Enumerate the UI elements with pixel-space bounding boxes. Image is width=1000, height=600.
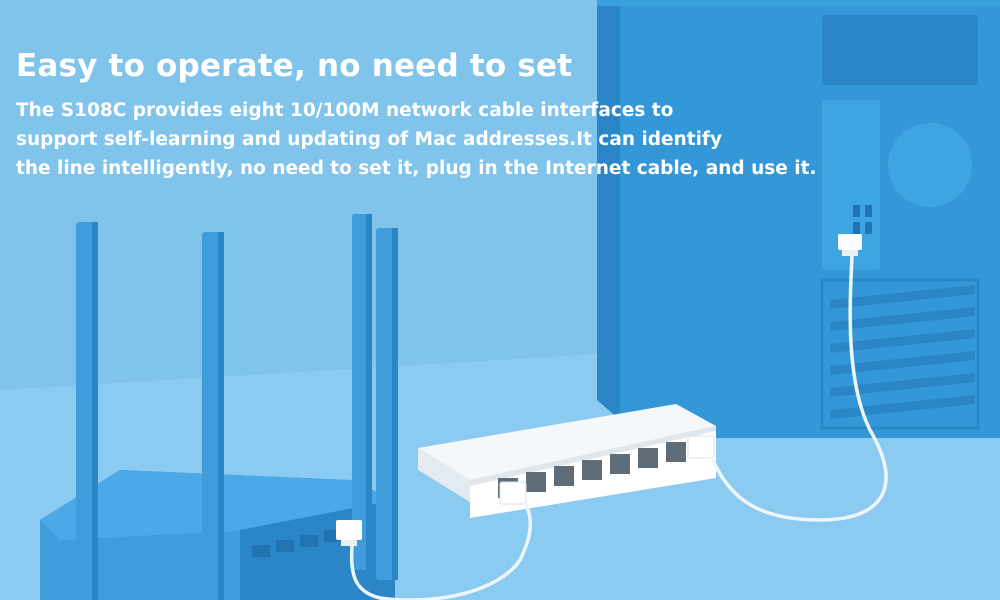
pc-vent-slots — [830, 285, 975, 419]
description-line: the line intelligently, no need to set i… — [16, 158, 817, 179]
pc-usb-port — [865, 205, 872, 217]
banner-copy: Easy to operate, no need to set The S108… — [16, 44, 916, 183]
pc-drive-bay — [822, 15, 978, 85]
router-antenna-shade — [218, 232, 224, 600]
ethernet-plug — [687, 435, 715, 459]
pc-usb-port — [865, 222, 872, 234]
desktop-tower-icon — [597, 0, 1000, 438]
wireless-router-icon — [40, 214, 398, 600]
pc-side-panel — [597, 0, 620, 420]
banner-description: The S108C provides eight 10/100M network… — [16, 96, 916, 183]
pc-fan-grille — [888, 123, 972, 207]
router-antenna-shade — [366, 214, 372, 570]
router-antenna-shade — [92, 222, 98, 600]
cable-router-to-switch — [349, 502, 533, 600]
pc-usb-port — [853, 205, 860, 217]
ethernet-plug — [499, 481, 527, 505]
ethernet-plug — [838, 234, 862, 250]
switch-front-edge — [470, 426, 716, 486]
pc-vent-panel-outline — [820, 278, 980, 430]
ethernet-plug-clip — [842, 250, 858, 256]
pc-top-face — [597, 0, 1000, 6]
ethernet-plug — [336, 520, 362, 540]
network-switch-icon — [418, 404, 716, 518]
router-antenna-shade — [392, 228, 398, 580]
pc-usb-port — [853, 222, 860, 234]
switch-top-face — [418, 404, 716, 480]
cable-switch-to-pc — [710, 254, 888, 522]
description-line: The S108C provides eight 10/100M network… — [16, 100, 674, 121]
switch-left-face — [418, 448, 470, 502]
ethernet-plug-clip — [341, 540, 357, 546]
ethernet-cables — [349, 254, 888, 600]
description-line: support self-learning and updating of Ma… — [16, 129, 723, 150]
page-title: Easy to operate, no need to set — [16, 48, 573, 84]
